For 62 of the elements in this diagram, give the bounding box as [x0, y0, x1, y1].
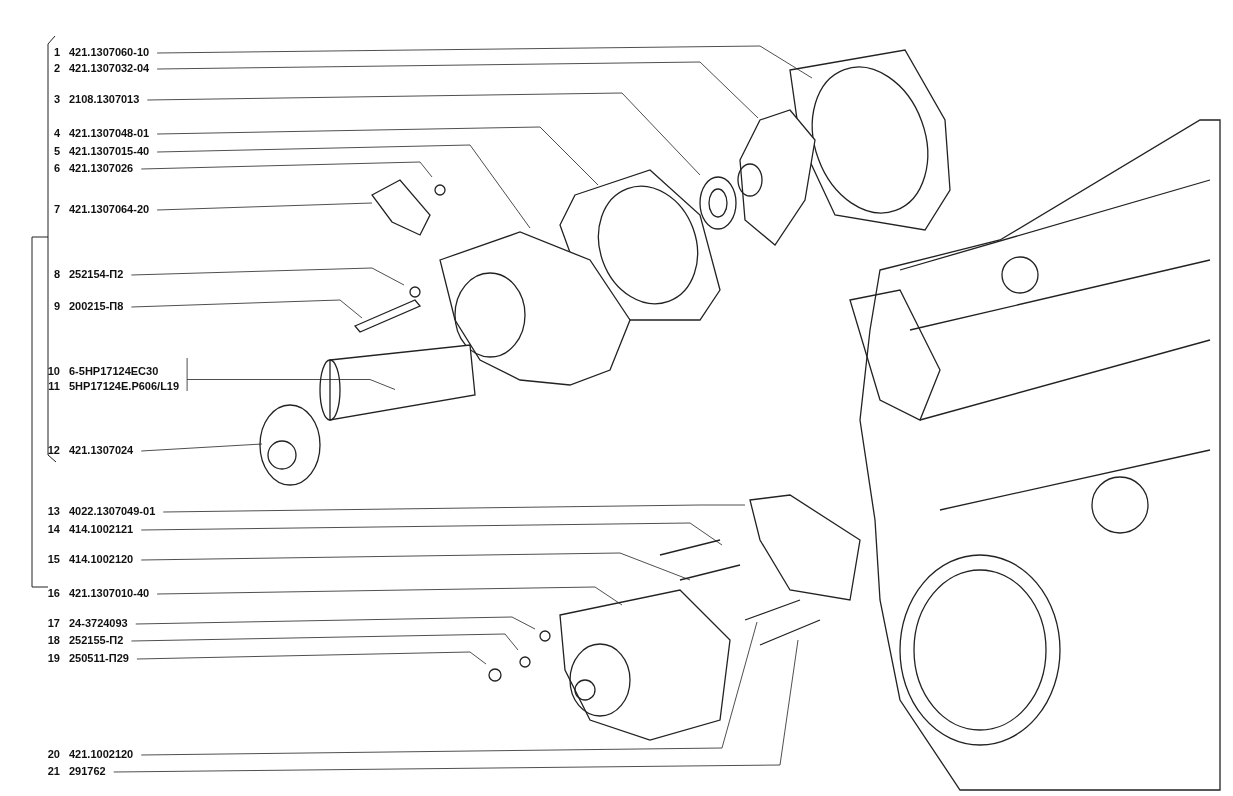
leader-line — [156, 61, 759, 119]
leader-line — [140, 552, 691, 581]
callout-number: 4 — [52, 127, 60, 139]
callout-number: 3 — [52, 93, 60, 105]
leader-line — [140, 443, 263, 452]
part-number: 414.1002120 — [69, 553, 134, 565]
part-number: 5HP17124E.P606/L19 — [69, 380, 180, 392]
part-number: 414.1002121 — [69, 523, 134, 535]
part-number: 2108.1307013 — [69, 93, 140, 105]
part-number: 200215-П8 — [69, 300, 124, 312]
callout-number: 18 — [46, 634, 60, 646]
callout-number: 9 — [52, 300, 60, 312]
leader-line — [156, 126, 599, 186]
leader-line — [131, 633, 519, 651]
part-number: 421.1307024 — [69, 444, 134, 456]
leader-line — [135, 616, 536, 630]
leader-line — [140, 161, 433, 178]
leader-line — [156, 202, 373, 211]
callout-number: 14 — [46, 523, 60, 535]
leader-line — [146, 92, 701, 176]
part-number: 421.1307032-04 — [69, 62, 150, 74]
leader-line — [136, 651, 487, 665]
part-number: 250511-П29 — [69, 652, 129, 664]
part-number: 421.1307010-40 — [69, 587, 150, 599]
callout-number: 17 — [46, 617, 60, 629]
leader-line — [156, 586, 623, 606]
callout-number: 12 — [46, 444, 60, 456]
callout-number: 13 — [46, 505, 60, 517]
part-number: 4022.1307049-01 — [69, 505, 156, 517]
part-number: 252155-П2 — [69, 634, 124, 646]
part-number: 252154-П2 — [69, 268, 124, 280]
leader-line — [140, 621, 758, 756]
part-number: 421.1307015-40 — [69, 145, 150, 157]
callout-number: 5 — [52, 145, 60, 157]
callout-number: 19 — [46, 652, 60, 664]
callout-number: 21 — [46, 765, 60, 777]
callout-number: 20 — [46, 748, 60, 760]
leader-line — [113, 639, 799, 773]
part-number: 421.1307048-01 — [69, 127, 150, 139]
callout-number: 6 — [52, 162, 60, 174]
leader-line — [156, 45, 813, 79]
leader-line — [186, 357, 396, 392]
callout-number: 8 — [52, 268, 60, 280]
callout-number: 2 — [52, 62, 60, 74]
callout-number: 10 — [46, 365, 60, 377]
part-number: 421.1307064-20 — [69, 203, 150, 215]
part-number: 291762 — [69, 765, 106, 777]
part-number: 421.1002120 — [69, 748, 134, 760]
part-number: 421.1307060-10 — [69, 46, 150, 58]
part-number: 24-3724093 — [69, 617, 128, 629]
leader-line — [131, 299, 363, 319]
part-number: 421.1307026 — [69, 162, 134, 174]
callout-number: 7 — [52, 203, 60, 215]
callout-number: 11 — [47, 380, 60, 392]
leader-line — [140, 522, 723, 546]
leader-line — [162, 504, 746, 513]
callout-number: 16 — [46, 587, 60, 599]
leader-line — [131, 267, 405, 286]
callout-number: 1 — [52, 46, 60, 58]
leader-line — [156, 144, 531, 229]
part-number: 6-5HP17124EC30 — [69, 365, 159, 377]
callout-number: 15 — [46, 553, 60, 565]
